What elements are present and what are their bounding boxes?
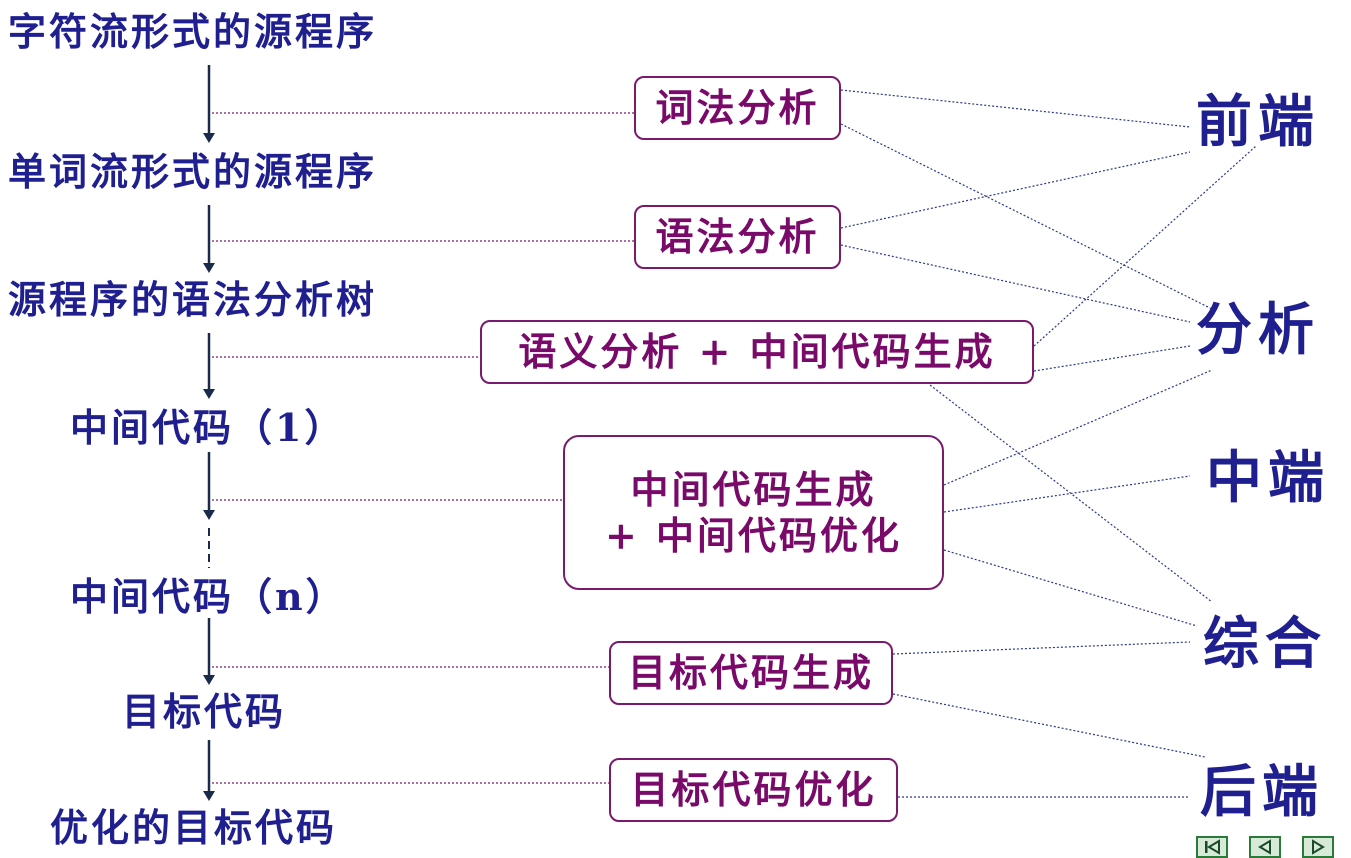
stage-target-code: 目标代码	[122, 689, 287, 734]
next-page-icon	[1312, 839, 1325, 855]
previous-page-icon	[1258, 839, 1271, 855]
stage-token-stream: 单词流形式的源程序	[8, 149, 378, 194]
stage-optimized-target-code: 优化的目标代码	[50, 805, 338, 850]
group-front-end: 前端	[1196, 89, 1320, 155]
phase-label: 语法分析	[655, 214, 820, 259]
first-page-icon	[1205, 839, 1220, 855]
phase-label: 目标代码优化	[630, 767, 877, 812]
group-analysis: 分析	[1196, 297, 1320, 363]
phase-label: 词法分析	[655, 85, 820, 130]
phase-connectors	[212, 112, 634, 784]
phase-label-line-1: 中间代码生成	[630, 466, 877, 512]
phase-label: 目标代码生成	[627, 650, 874, 695]
group-links	[840, 89, 1257, 798]
first-page-button[interactable]	[1196, 836, 1228, 858]
phase-label: 语义分析 + 中间代码生成	[518, 329, 996, 374]
phase-lexical-analysis: 词法分析	[634, 76, 841, 140]
stage-intermediate-n: 中间代码（n）	[70, 574, 347, 619]
phase-target-code-optimization: 目标代码优化	[609, 758, 898, 822]
phase-target-code-generation: 目标代码生成	[609, 641, 893, 705]
phase-label-line-2: + 中间代码优化	[604, 512, 903, 558]
group-back-end: 后端	[1200, 759, 1324, 825]
phase-ir-generation-optimization: 中间代码生成 + 中间代码优化	[563, 435, 944, 590]
stage-char-stream: 字符流形式的源程序	[8, 9, 378, 54]
group-middle-end: 中端	[1206, 445, 1330, 511]
phase-syntax-analysis: 语法分析	[634, 205, 841, 269]
stage-intermediate-1: 中间代码（1）	[70, 405, 346, 450]
previous-page-button[interactable]	[1249, 836, 1281, 858]
next-page-button[interactable]	[1302, 836, 1334, 858]
stage-parse-tree: 源程序的语法分析树	[8, 277, 378, 322]
group-synthesis: 综合	[1203, 611, 1327, 677]
phase-semantic-analysis-ir-generation: 语义分析 + 中间代码生成	[480, 320, 1034, 384]
